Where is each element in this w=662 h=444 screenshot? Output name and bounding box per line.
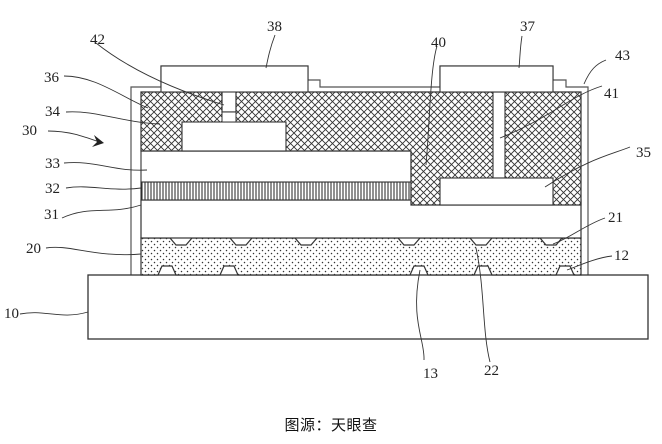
label-42: 42 [90, 32, 105, 48]
label-20: 20 [26, 241, 41, 257]
label-34: 34 [45, 104, 61, 120]
via-42 [221, 111, 237, 123]
label-32: 32 [45, 181, 60, 197]
hatched-layer [140, 91, 582, 206]
label-22: 22 [484, 363, 499, 379]
label-37: 37 [520, 19, 536, 35]
label-13: 13 [423, 366, 438, 382]
label-21: 21 [608, 210, 623, 226]
label-40: 40 [431, 35, 446, 51]
label-10: 10 [4, 306, 19, 322]
via-41 [492, 91, 506, 179]
arrowhead-30 [92, 135, 104, 147]
label-12: 12 [614, 248, 629, 264]
leader-lines [19, 34, 631, 363]
pad-37 [439, 65, 554, 93]
substrate [87, 274, 649, 340]
label-41: 41 [604, 86, 619, 102]
label-38: 38 [267, 19, 282, 35]
label-33: 33 [45, 156, 60, 172]
layer-32 [140, 181, 412, 201]
electrode-35 [439, 177, 554, 206]
label-36: 36 [44, 70, 60, 86]
label-43: 43 [615, 48, 630, 64]
image-source-caption: 图源：天眼查 [284, 416, 378, 434]
label-35: 35 [636, 145, 651, 161]
layer-33 [140, 150, 412, 183]
label-30: 30 [22, 123, 37, 139]
buffer-layer [140, 237, 582, 276]
pad-38 [160, 65, 309, 93]
label-31: 31 [44, 207, 59, 223]
layer-31 [140, 199, 582, 239]
electrode-34 [181, 121, 287, 152]
